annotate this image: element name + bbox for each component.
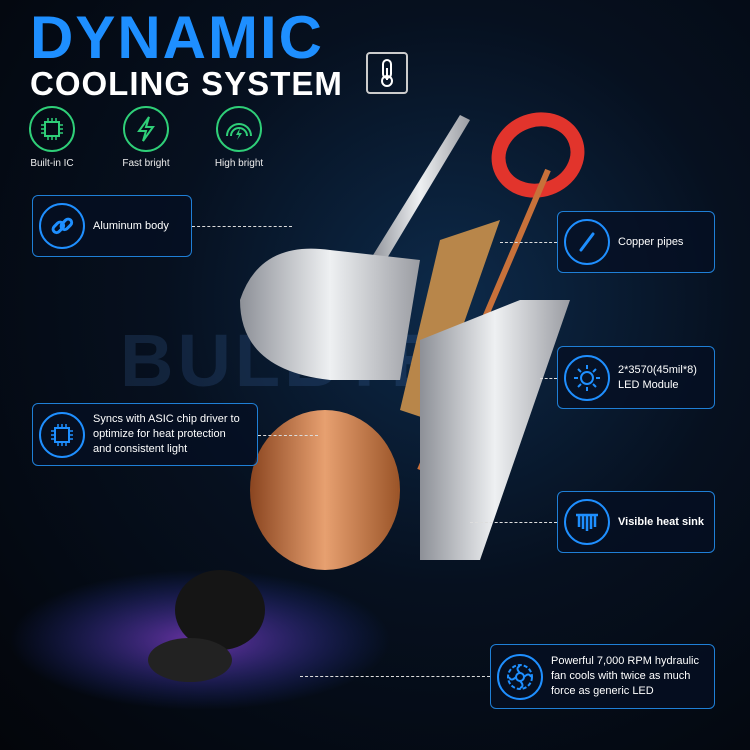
feature-fast-bright: Fast bright — [111, 106, 181, 169]
callout-line: Syncs with ASIC chip driver to — [93, 413, 240, 425]
feature-label: Built-in IC — [30, 158, 74, 169]
callout-fan: Powerful 7,000 RPM hydraulic fan cools wi… — [490, 644, 715, 709]
callout-text: Copper pipes — [618, 235, 684, 248]
pipe-icon — [564, 219, 610, 265]
callout-line: LED Module — [618, 378, 679, 391]
callout-aluminum-body: Aluminum body — [32, 195, 192, 257]
feature-built-in-ic: Built-in IC — [17, 106, 87, 169]
title-line1: DYNAMIC — [30, 4, 324, 71]
callout-line: and consistent light — [93, 443, 188, 455]
thermometer-icon — [366, 52, 408, 94]
leader-line — [500, 242, 557, 243]
heat-sink — [420, 300, 570, 560]
callout-copper-pipes: Copper pipes — [557, 211, 715, 273]
signal-bolt-icon — [216, 106, 262, 152]
callout-line: optimize for heat protection — [93, 428, 226, 440]
chip-icon — [29, 106, 75, 152]
link-icon — [39, 203, 85, 249]
bracket — [370, 115, 470, 270]
title-line2: COOLING SYSTEM — [30, 65, 343, 102]
feature-label: High bright — [214, 158, 264, 169]
chip-icon — [39, 411, 85, 458]
callout-text: Aluminum body — [93, 219, 169, 232]
fan-icon — [497, 653, 543, 700]
callout-line: force as generic LED — [551, 685, 654, 697]
fan-cap — [175, 570, 265, 650]
callout-line: fan cools with twice as much — [551, 670, 691, 682]
leader-line — [540, 378, 557, 379]
callout-asic-driver: Syncs with ASIC chip driver to optimize f… — [32, 403, 258, 466]
fan-base — [148, 638, 232, 682]
red-seal-ring — [491, 112, 585, 198]
leader-line — [192, 226, 292, 227]
leader-line — [258, 435, 318, 436]
lightning-icon — [123, 106, 169, 152]
copper-fin-housing — [250, 410, 400, 570]
leader-line — [300, 676, 490, 677]
callout-heat-sink: Visible heat sink — [557, 491, 715, 553]
feature-label: Fast bright — [122, 158, 170, 169]
feature-high-bright: High bright — [204, 106, 274, 169]
aluminum-body — [240, 248, 420, 380]
callout-text: Visible heat sink — [618, 515, 705, 528]
callout-led-module: 2*3570(45mil*8) LED Module — [557, 346, 715, 409]
sun-icon — [564, 354, 610, 401]
callout-line: Powerful 7,000 RPM hydraulic — [551, 655, 699, 667]
heat-sink-icon — [564, 499, 610, 545]
callout-line: 2*3570(45mil*8) — [618, 363, 697, 376]
leader-line — [470, 522, 557, 523]
